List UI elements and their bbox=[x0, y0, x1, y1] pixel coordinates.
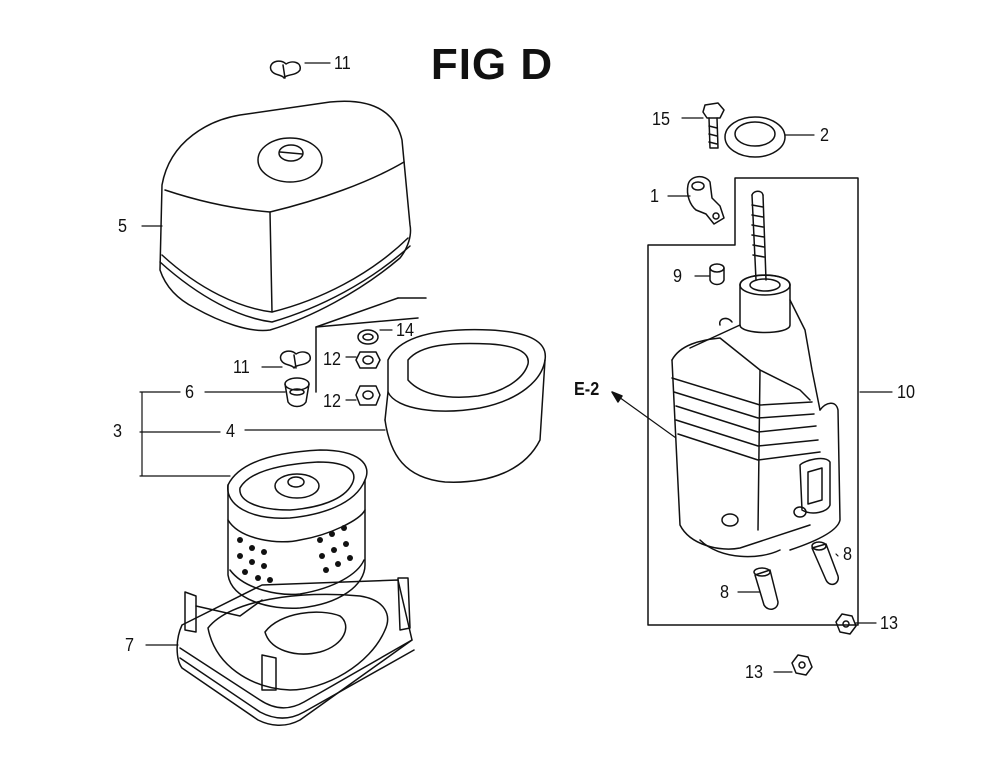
callout-3: 3 bbox=[113, 421, 123, 441]
group-frame bbox=[647, 177, 859, 626]
bolt bbox=[702, 102, 725, 149]
callout-1: 1 bbox=[650, 186, 660, 206]
paper-element bbox=[227, 449, 368, 609]
air-intake-elbow bbox=[671, 190, 841, 558]
callout-8-right: 8 bbox=[843, 544, 853, 564]
callout-9: 9 bbox=[673, 266, 683, 286]
wing-nut-top bbox=[269, 60, 301, 79]
callout-13-right: 13 bbox=[880, 613, 899, 633]
callout-14: 14 bbox=[396, 320, 415, 340]
callout-10: 10 bbox=[897, 382, 916, 402]
wing-nut-lower bbox=[279, 350, 311, 369]
leader-lines bbox=[139, 62, 893, 673]
nut-12-upper bbox=[355, 351, 381, 369]
callout-8-left: 8 bbox=[720, 582, 730, 602]
clamp bbox=[686, 176, 725, 225]
callout-6: 6 bbox=[185, 382, 195, 402]
callout-13-lower: 13 bbox=[745, 662, 764, 682]
nut-12-lower bbox=[355, 385, 381, 406]
foam-outer-element bbox=[315, 297, 546, 483]
grommet bbox=[284, 377, 310, 408]
callout-7: 7 bbox=[125, 635, 135, 655]
callout-12-lower: 12 bbox=[323, 391, 342, 411]
figure-title: FIG D bbox=[430, 40, 554, 89]
ref-arrow bbox=[611, 391, 623, 403]
callout-4: 4 bbox=[226, 421, 236, 441]
air-cleaner-base bbox=[176, 577, 415, 726]
washer-14 bbox=[357, 329, 379, 345]
nut-13-right bbox=[835, 613, 857, 635]
callout-5: 5 bbox=[118, 216, 128, 236]
pin-8-left bbox=[753, 567, 779, 610]
callout-15: 15 bbox=[652, 109, 671, 129]
gasket-ring bbox=[724, 116, 786, 158]
callout-11-top: 11 bbox=[334, 53, 351, 73]
callout-12-upper: 12 bbox=[323, 349, 342, 369]
cap bbox=[709, 263, 725, 286]
ref-label-e2: E-2 bbox=[574, 379, 600, 399]
callout-11-lower: 11 bbox=[233, 357, 250, 377]
pin-8-right bbox=[811, 541, 839, 586]
air-cleaner-cover bbox=[159, 100, 412, 332]
callout-2: 2 bbox=[820, 125, 830, 145]
nut-13-lower bbox=[791, 654, 813, 676]
